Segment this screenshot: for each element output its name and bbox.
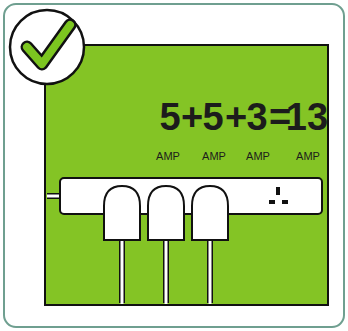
check-circle [10,10,84,84]
plug-cord-outline [207,240,213,303]
unit-label: AMP [202,150,226,162]
socket-slot [282,200,288,204]
strip-cord-outline [47,193,60,199]
amp-figure: 13 [286,97,328,137]
plug-cord [121,240,124,304]
plug-cord-outline [163,240,169,303]
extension-strip [60,178,322,214]
plug-cord [209,240,212,304]
empty-socket [269,187,288,204]
amp-figure: + [181,97,203,137]
amp-figure: 5 [202,97,223,137]
socket-slot [276,187,280,195]
strip-cord [47,195,61,198]
card-frame [4,4,344,327]
amp-figure: + [225,97,247,137]
check-mark [27,25,70,64]
amp-figure: 5 [159,97,180,137]
plug [104,186,140,240]
unit-label: AMP [296,150,320,162]
amp-figure: 3 [246,97,267,137]
unit-label: AMP [246,150,270,162]
plug-cord [165,240,168,304]
unit-label: AMP [156,150,180,162]
check-mark-outline [27,25,70,64]
plug [192,186,228,240]
socket-slot [269,200,275,204]
plug-group [104,186,228,304]
plug-cord-outline [119,240,125,303]
amp-panel: 5+5+3=13AMPAMPAMPAMP [44,44,329,306]
check-badge [10,10,84,84]
plug [148,186,184,240]
